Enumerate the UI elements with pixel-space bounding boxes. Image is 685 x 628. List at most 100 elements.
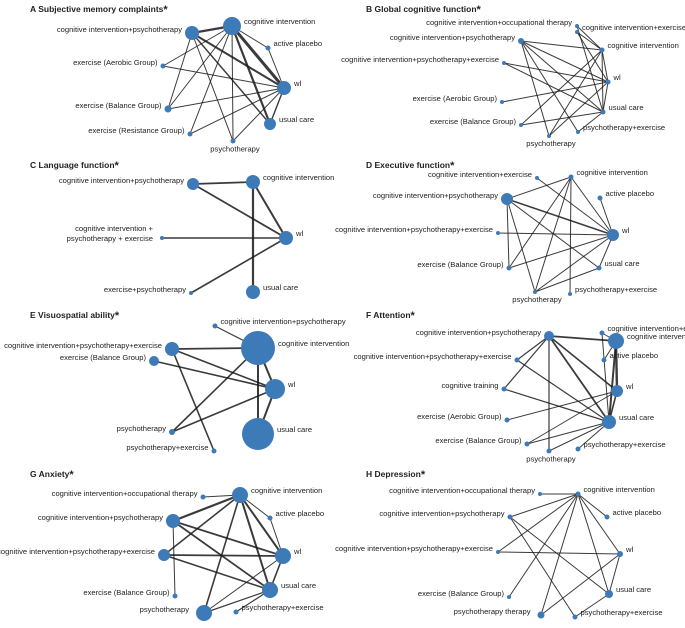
edge-ci-cip: [509, 493, 579, 518]
edge-ci-wl: [577, 493, 621, 555]
node-label-cipe: cognitive intervention+psychotherapy+exe…: [335, 225, 493, 234]
node-label-wl: wl: [295, 229, 303, 238]
edges: [503, 332, 619, 452]
node-eag: [500, 100, 504, 104]
node-wl: [617, 551, 623, 557]
node-cipe: [496, 550, 500, 554]
node-label-ebg: exercise (Balance Group): [60, 353, 147, 362]
node-eag: [160, 63, 166, 69]
edge-cipe-pe: [171, 348, 215, 452]
node-label-uc: usual care: [281, 581, 316, 590]
node-ci: [241, 331, 275, 365]
node-psy: [196, 605, 212, 621]
node-label-ebg: exercise (Balance Group): [417, 260, 504, 269]
panel-letter: H: [366, 469, 373, 479]
asterisk-icon: *: [410, 310, 415, 322]
panel-title-c: C Language function*: [30, 160, 119, 172]
node-uc: [262, 582, 278, 598]
node-label-cio: cognitive intervention+occupational ther…: [389, 486, 535, 495]
node-label-ci: cognitive intervention: [577, 168, 648, 177]
nodes: cognitive intervention+occupational ther…: [341, 18, 685, 148]
edge-cip-wl: [548, 335, 618, 392]
node-cip: [501, 193, 513, 205]
edge-uc-cip: [520, 40, 604, 113]
node-uc: [264, 118, 276, 130]
node-label-cie: cognitive intervention+exercise: [428, 170, 532, 179]
nodes: cognitive intervention+occupational ther…: [0, 486, 324, 621]
edge-ci-cip: [171, 493, 242, 523]
edge-ci-psy: [548, 49, 603, 137]
node-ap: [601, 357, 607, 363]
edge-wl-eag: [506, 390, 618, 421]
edge-cip-wl: [192, 183, 287, 239]
node-label-psy: psychotherapy: [512, 295, 562, 304]
edge-ci-ebg: [167, 25, 233, 110]
node-label-eag: exercise (Aerobic Group): [73, 58, 158, 67]
node-label-pe: psychotherapy+exercise: [575, 285, 657, 294]
edges: [501, 25, 609, 137]
node-label-uc: usual care: [619, 413, 654, 422]
edge-uc-cip: [509, 516, 610, 595]
node-wl: [279, 231, 293, 245]
node-pe: [576, 130, 580, 134]
edge-ci-wl: [601, 49, 609, 83]
node-label-wl: wl: [613, 73, 621, 82]
edge-ci-wl: [230, 24, 286, 90]
node-label-cipe: cognitive intervention+psychotherapy+exe…: [0, 547, 155, 556]
node-label-psy: psychotherapy: [117, 424, 167, 433]
node-label-cio: cognitive intervention+occupational ther…: [52, 489, 198, 498]
node-label-ci: cognitive intervention: [251, 486, 322, 495]
edge-ci-psy: [231, 25, 234, 142]
node-wl: [611, 385, 623, 397]
node-cipe: [158, 549, 170, 561]
node-label-psy: psychotherapy: [526, 455, 576, 464]
node-wl: [265, 379, 285, 399]
edge-cio-uc: [576, 25, 604, 113]
node-ap: [597, 195, 603, 201]
panel-letter: F: [366, 310, 372, 320]
edge-uc-cipe: [503, 62, 604, 113]
node-ebg: [519, 123, 523, 127]
node-label-cip: cognitive intervention+psychotherapy: [373, 191, 498, 200]
edge-ci-psy: [540, 493, 579, 616]
edge-ci-eag: [162, 25, 233, 67]
node-cie: [535, 176, 539, 180]
node-label-ci: cognitive intervention: [608, 41, 679, 50]
edge-cip-wl: [172, 520, 284, 557]
node-ap: [265, 45, 271, 51]
edge-uc-psy: [548, 421, 610, 452]
panel-letter: D: [366, 160, 373, 170]
edge-wl-ebg: [167, 87, 285, 110]
node-uc: [600, 109, 606, 115]
edge-ci-ebg: [508, 493, 579, 598]
node-psy: [546, 448, 552, 454]
node-wl: [605, 79, 611, 85]
node-label-psy: psychotherapy: [210, 145, 260, 154]
edges: [161, 180, 287, 294]
panel-title-text: Executive function: [374, 160, 451, 170]
node-uc: [242, 418, 274, 450]
node-label-wl: wl: [625, 545, 633, 554]
node-label-cip: cognitive intervention+psychotherapy: [38, 513, 163, 522]
nodes: cognitive intervention+occupational ther…: [335, 485, 663, 620]
node-label-wl: wl: [621, 226, 629, 235]
edge-ci-cip: [192, 181, 254, 185]
edges: [497, 176, 614, 295]
node-ci: [575, 491, 581, 497]
panel-title-g: G Anxiety*: [30, 469, 74, 481]
panel-letter: B: [366, 4, 373, 14]
node-ebg: [524, 441, 530, 447]
panel-title-b: B Global cognitive function*: [366, 4, 481, 16]
panel-title-text: Subjective memory complaints: [38, 4, 164, 14]
node-label-ebg: exercise (Balance Group): [75, 101, 162, 110]
node-label-ap: active placebo: [613, 508, 662, 517]
edge-uc-ebg: [526, 421, 610, 445]
node-label-line: psychotherapy + exercise: [67, 234, 153, 243]
edge-ci-erg: [189, 25, 233, 135]
edge-cie-wl: [536, 177, 614, 236]
edge-uc-ebg: [520, 111, 604, 126]
node-label-line: cognitive intervention +: [75, 224, 153, 233]
